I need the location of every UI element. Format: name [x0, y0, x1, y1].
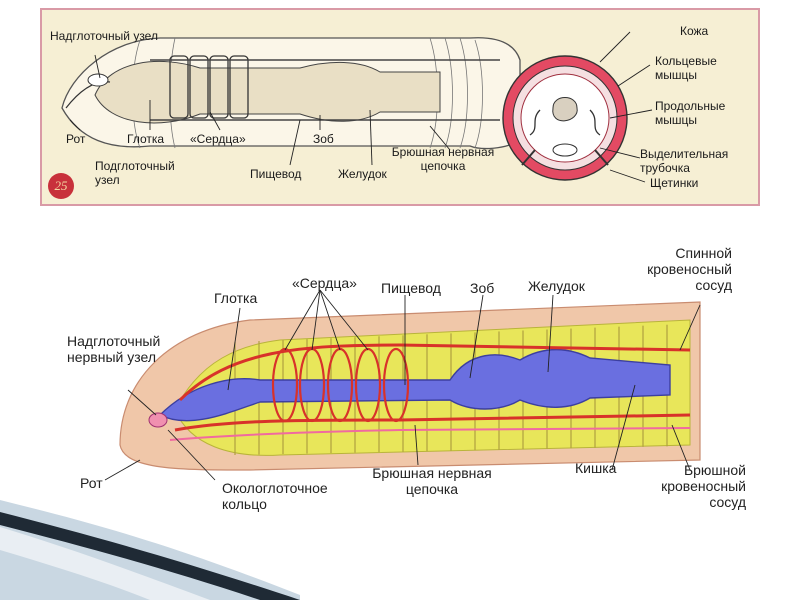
label-top-mouth: Рот — [66, 132, 86, 146]
label-bottom-dorsal-vessel: Спинной кровеносный сосуд — [647, 245, 732, 294]
label-top-suprapharyngeal: Надглоточный узел — [50, 29, 158, 43]
label-bottom-suprapharyngeal: Надглоточный нервный узел — [67, 333, 161, 366]
label-top-circular-muscles: Кольцевые мышцы — [655, 54, 717, 82]
label-top-longitudinal-muscles: Продольные мышцы — [655, 99, 726, 127]
label-bottom-circumpharyngeal-ring: Окологлоточное кольцо — [222, 480, 328, 513]
label-top-nerve-cord: Брюшная нервная цепочка — [391, 145, 495, 173]
label-top-esophagus: Пищевод — [250, 167, 302, 181]
bottom-leader-lines — [104, 289, 701, 481]
label-top-excretory-tube: Выделительная трубочка — [640, 147, 729, 175]
label-bottom-intestine: Кишка — [575, 460, 617, 476]
figure-number-badge: 25 — [48, 173, 74, 199]
label-bottom-stomach: Желудок — [528, 278, 585, 294]
label-top-setae: Щетинки — [650, 176, 699, 190]
decorative-ribbon — [0, 500, 300, 600]
label-bottom-mouth: Рот — [80, 475, 103, 491]
label-bottom-nerve-cord: Брюшная нервная цепочка — [372, 465, 492, 498]
label-top-subpharyngeal: Подглоточный узел — [95, 159, 175, 187]
label-bottom-ventral-vessel: Брюшной кровеносный сосуд — [661, 462, 746, 511]
top-leader-lines — [69, 31, 653, 183]
top-worm — [61, 37, 521, 150]
label-top-hearts: «Сердца» — [190, 132, 246, 146]
label-bottom-hearts: «Сердца» — [292, 275, 357, 291]
label-bottom-crop: Зоб — [470, 280, 495, 296]
cross-section — [502, 55, 628, 181]
label-bottom-pharynx: Глотка — [214, 290, 258, 306]
bottom-worm — [119, 301, 701, 471]
label-top-pharynx: Глотка — [127, 132, 165, 146]
label-bottom-esophagus: Пищевод — [381, 280, 441, 296]
label-top-skin: Кожа — [680, 24, 709, 38]
label-top-crop: Зоб — [313, 132, 334, 146]
label-top-stomach: Желудок — [338, 167, 387, 181]
